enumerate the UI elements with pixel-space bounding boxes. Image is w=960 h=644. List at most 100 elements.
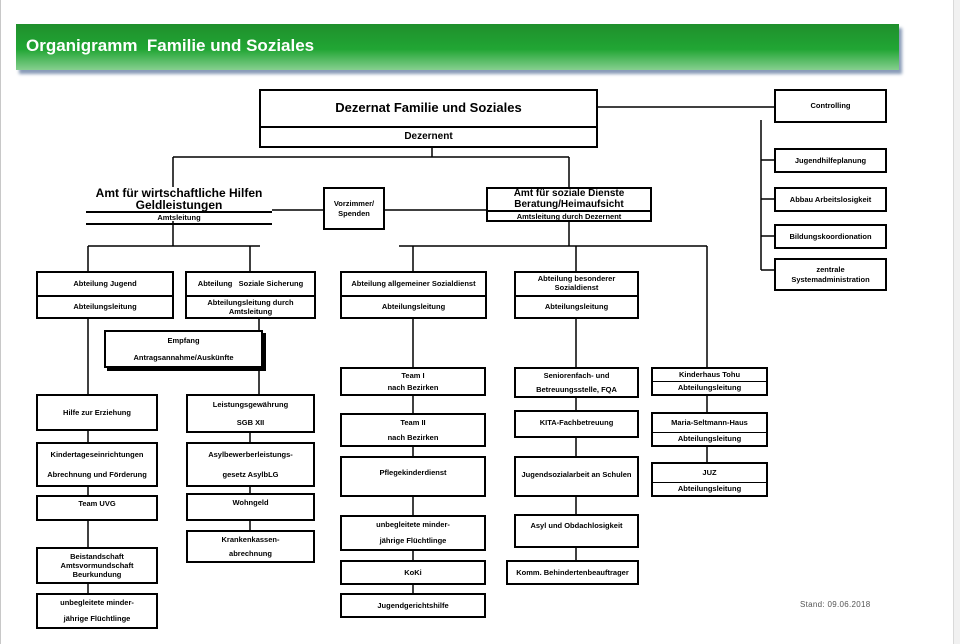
abt-allgemein-title: Abteilung allgemeiner Sozialdienst: [351, 279, 476, 289]
juz-sub: Abteilungsleitung: [653, 482, 766, 495]
jugendhilfeplanung-label: Jugendhilfeplanung: [794, 155, 867, 165]
koki-label: KoKi: [404, 567, 422, 577]
wohngeld-label: Wohngeld: [232, 498, 269, 507]
box-pflegekinderdienst: Pflegekinderdienst: [340, 456, 486, 497]
header-bar: Organigramm Familie und Soziales: [16, 24, 899, 70]
abbau-label: Abbau Arbeitslosigkeit: [789, 194, 872, 204]
amt-wirtschaft-line2: Geldleistungen: [86, 199, 272, 213]
box-abt-jugend: Abteilung Jugend Abteilungsleitung: [36, 271, 174, 319]
abt-soziale-sub: Abteilungsleitung durch Amtsleitung: [187, 295, 314, 317]
asylblg-line2: gesetz AsylbLG: [222, 470, 279, 480]
dezernat-title: Dezernat Familie und Soziales: [335, 100, 522, 116]
jsa-label: Jugendsozialarbeit an Schulen: [521, 470, 632, 479]
maria-title: Maria-Seltmann-Haus: [671, 418, 748, 428]
unbegl-allgemein-line1: unbegleitete minder-: [376, 520, 450, 530]
amt-wirtschaft-sub: Amtsleitung: [86, 213, 272, 225]
abt-jugend-sub: Abteilungsleitung: [38, 295, 172, 317]
box-maria-seltmann-haus: Maria-Seltmann-Haus Abteilungsleitung: [651, 412, 768, 447]
leistung-line1: Leistungsgewährung: [212, 400, 289, 410]
box-amt-sozial: Amt für soziale Dienste Beratung/Heimauf…: [486, 187, 652, 222]
team1-line1: Team I: [401, 370, 425, 380]
beistand-line3: Beurkundung: [72, 570, 122, 579]
beistand-line2: Amtsvormundschaft: [60, 561, 134, 570]
box-controlling: Controlling: [774, 89, 887, 123]
abt-soziale-sub-line2: Amtsleitung: [228, 307, 273, 316]
box-kinderhaus-tohu: Kinderhaus Tohu Abteilungsleitung: [651, 367, 768, 396]
kranken-line2: abrechnung: [229, 549, 272, 559]
pflege-label: Pflegekinderdienst: [379, 468, 447, 477]
abt-besonderer-title: Abteilung besonderer Sozialdienst: [516, 273, 637, 295]
box-wohngeld: Wohngeld: [186, 493, 315, 521]
box-seniorenfach: Seniorenfach- und Betreuungsstelle, FQA: [514, 367, 639, 398]
sysadmin-line2: Systemadministration: [791, 274, 870, 284]
team2-line1: Team II: [400, 417, 426, 427]
box-team-uvg: Team UVG: [36, 495, 158, 521]
box-abt-besonderer: Abteilung besonderer Sozialdienst Abteil…: [514, 271, 639, 319]
team1-line2: nach Bezirken: [387, 383, 439, 393]
maria-sub: Abteilungsleitung: [653, 432, 766, 445]
kita-line2: Abrechnung und Förderung: [47, 470, 147, 480]
asylblg-line1: Asylbewerberleistungs-: [208, 449, 293, 459]
tohu-sub: Abteilungsleitung: [653, 381, 766, 394]
box-koki: KoKi: [340, 560, 486, 585]
unbegl-allgemein-line2: jährige Flüchtlinge: [379, 536, 447, 546]
box-systemadministration: zentrale Systemadministration: [774, 258, 887, 291]
box-kindertageseinrichtungen: Kindertageseinrichtungen Abrechnung und …: [36, 442, 158, 487]
sysadmin-line1: zentrale: [816, 265, 845, 275]
empfang-line1: Empfang: [167, 336, 200, 346]
box-dezernat: Dezernat Familie und Soziales Dezernent: [259, 89, 598, 148]
box-jugendgerichtshilfe: Jugendgerichtshilfe: [340, 593, 486, 618]
vorzimmer-line2: Spenden: [338, 208, 370, 218]
abt-soziale-sub-line1: Abteilungsleitung durch: [207, 297, 294, 307]
box-jugendsozialarbeit: Jugendsozialarbeit an Schulen: [514, 456, 639, 497]
scrollbar-track[interactable]: [953, 0, 960, 644]
amt-sozial-sub: Amtsleitung durch Dezernent: [488, 209, 650, 221]
box-unbegleitete-allgemein: unbegleitete minder- jährige Flüchtlinge: [340, 515, 486, 551]
senioren-line2: Betreuungsstelle, FQA: [536, 384, 617, 394]
box-abbau-arbeitslosigkeit: Abbau Arbeitslosigkeit: [774, 187, 887, 212]
team2-line2: nach Bezirken: [387, 432, 439, 442]
unbegl-jugend-line2: jährige Flüchtlinge: [63, 614, 131, 624]
box-bildungskoordination: Bildungskoordionation: [774, 224, 887, 249]
beistand-line1: Beistandschaft: [70, 552, 124, 561]
kita-line1: Kindertageseinrichtungen: [50, 449, 144, 459]
abt-jugend-title: Abteilung Jugend: [73, 279, 137, 289]
stand-date: Stand: 09.06.2018: [800, 600, 871, 609]
box-krankenkassenabrechnung: Krankenkassen- abrechnung: [186, 530, 315, 563]
box-kita-fachbetreuung: KITA-Fachbetreuung: [514, 410, 639, 438]
box-juz: JUZ Abteilungsleitung: [651, 462, 768, 497]
box-team-1: Team I nach Bezirken: [340, 367, 486, 396]
box-unbegleitete-jugend: unbegleitete minder- jährige Flüchtlinge: [36, 593, 158, 629]
abt-besonderer-title-line2: Sozialdienst: [554, 283, 599, 292]
jgh-label: Jugendgerichtshilfe: [377, 600, 449, 610]
box-asyl-obdachlosigkeit: Asyl und Obdachlosigkeit: [514, 514, 639, 548]
abt-soziale-title: Abteilung Soziale Sicherung: [197, 279, 304, 289]
komm-label: Komm. Behindertenbeauftrager: [516, 567, 629, 577]
box-behindertenbeauftragter: Komm. Behindertenbeauftrager: [506, 560, 639, 585]
box-abt-soziale-sicherung: Abteilung Soziale Sicherung Abteilungsle…: [185, 271, 316, 319]
kita-fach-label: KITA-Fachbetreuung: [539, 418, 614, 427]
amt-wirtschaft-line1: Amt für wirtschaftliche Hilfen: [95, 186, 263, 200]
unbegl-jugend-line1: unbegleitete minder-: [60, 598, 134, 608]
juz-title: JUZ: [702, 468, 717, 478]
box-empfang: Empfang Antragsannahme/Auskünfte: [104, 330, 263, 368]
dezernat-sub: Dezernent: [261, 126, 596, 146]
amt-sozial-title: Amt für soziale Dienste Beratung/Heimauf…: [488, 188, 650, 210]
box-hilfe-zur-erziehung: Hilfe zur Erziehung: [36, 394, 158, 431]
asyl-obdach-label: Asyl und Obdachlosigkeit: [530, 521, 623, 530]
abt-allgemein-sub: Abteilungsleitung: [342, 295, 485, 317]
abt-besonderer-title-line1: Abteilung besonderer: [537, 274, 616, 284]
empfang-line2: Antragsannahme/Auskünfte: [133, 353, 234, 363]
box-leistungsgewaehrung: Leistungsgewährung SGB XII: [186, 394, 315, 433]
amt-sozial-line2: Beratung/Heimaufsicht: [514, 198, 624, 210]
bildung-label: Bildungskoordionation: [789, 231, 872, 241]
senioren-line1: Seniorenfach- und: [543, 371, 610, 381]
page-edge-left: [0, 0, 1, 644]
box-abt-allgemein: Abteilung allgemeiner Sozialdienst Abtei…: [340, 271, 487, 319]
box-vorzimmer: Vorzimmer/ Spenden: [323, 187, 385, 230]
box-jugendhilfeplanung: Jugendhilfeplanung: [774, 148, 887, 173]
box-beistandschaft: Beistandschaft Amtsvormundschaft Beurkun…: [36, 547, 158, 584]
controlling-label: Controlling: [810, 101, 851, 111]
hilfe-label: Hilfe zur Erziehung: [63, 407, 131, 417]
kranken-line1: Krankenkassen-: [221, 534, 280, 544]
